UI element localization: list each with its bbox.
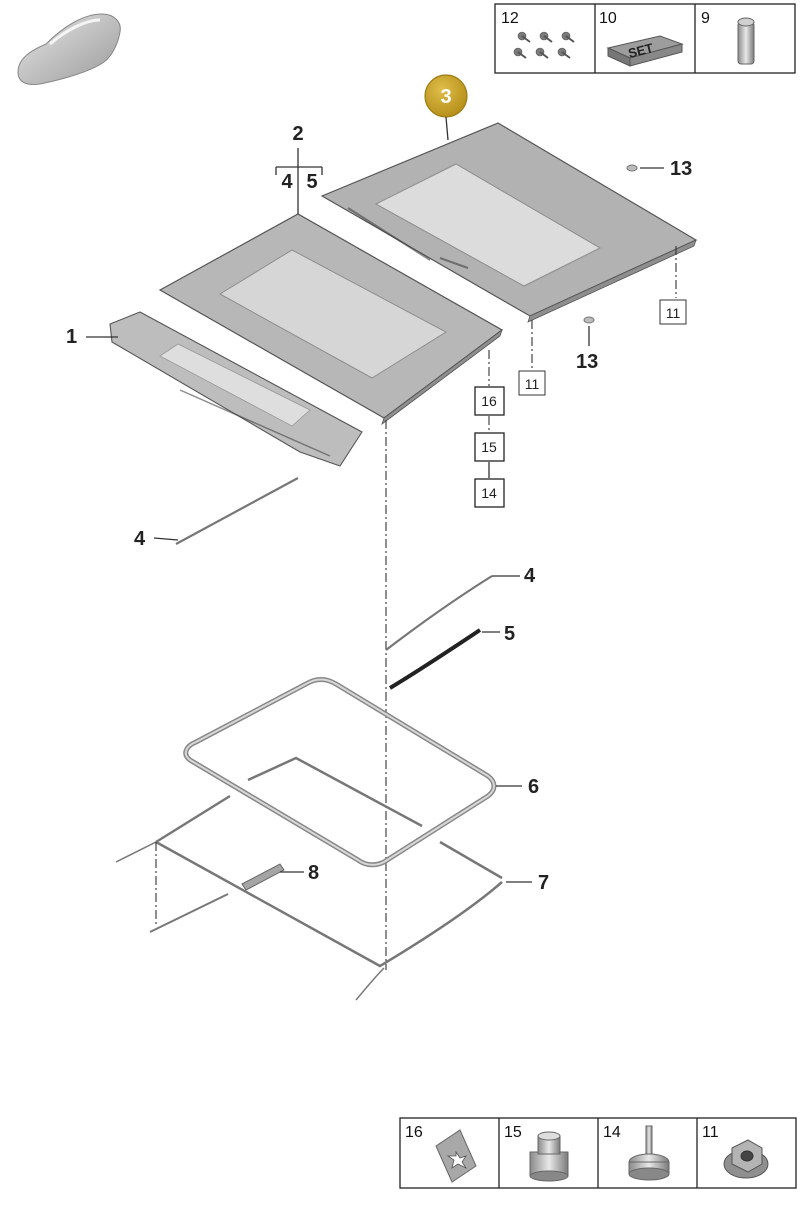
box-label: 15 xyxy=(481,439,497,455)
callout-4-left: 4 xyxy=(134,528,146,550)
strip-part-8[interactable] xyxy=(241,863,285,891)
screws-set-icon xyxy=(513,31,575,59)
kit-cell-screws[interactable]: 12 xyxy=(501,10,575,59)
seal-strip-part-4-left[interactable] xyxy=(175,477,299,545)
kit-number-label: 10 xyxy=(599,10,617,27)
kit-number-label: 12 xyxy=(501,10,519,27)
box-label: 11 xyxy=(525,376,540,392)
callout-2-sub-4: 4 xyxy=(281,171,293,193)
roof-frame-part-7[interactable] xyxy=(115,756,503,1001)
cylinder-plug-icon xyxy=(737,17,755,65)
callout-5: 5 xyxy=(504,623,515,645)
box-label: 16 xyxy=(481,393,497,409)
box-label: 11 xyxy=(666,305,681,321)
kit-cell-plug[interactable]: 9 xyxy=(701,10,755,65)
kit-cell-flange-nut[interactable]: 11 xyxy=(702,1124,769,1179)
box-label: 14 xyxy=(481,485,497,501)
bracket-2 xyxy=(275,148,323,214)
box-callout-11-right[interactable]: 11 xyxy=(659,299,687,325)
callout-2: 2 xyxy=(292,123,303,145)
callout-7: 7 xyxy=(538,872,549,894)
kit-number-label: 15 xyxy=(504,1124,522,1141)
kit-cell-stud-knob[interactable]: 14 xyxy=(603,1124,670,1181)
badge-label: 3 xyxy=(440,86,451,108)
seal-strip-part-5[interactable] xyxy=(388,628,482,690)
kit-number-label: 9 xyxy=(701,10,710,27)
kit-number-label: 16 xyxy=(405,1124,423,1141)
roof-panel-part-3[interactable] xyxy=(320,122,698,323)
kit-table-bottom: 16 15 14 11 xyxy=(399,1117,797,1189)
kit-number-label: 14 xyxy=(603,1124,621,1141)
stud-knob-icon xyxy=(628,1125,670,1181)
callout-1: 1 xyxy=(66,326,77,348)
roof-panel-part-2[interactable] xyxy=(158,213,504,426)
wind-deflector-part-1[interactable] xyxy=(109,311,363,467)
gasket-frame-part-6[interactable] xyxy=(183,677,497,868)
kit-cell-star-washer[interactable]: 16 xyxy=(405,1124,477,1183)
box-callout-16[interactable]: 16 xyxy=(474,386,505,416)
callout-2-sub-5: 5 xyxy=(306,171,317,193)
callout-13-bottom: 13 xyxy=(576,351,598,373)
star-washer-icon xyxy=(435,1129,477,1183)
box-callout-15[interactable]: 15 xyxy=(474,432,505,462)
box-callout-11-mid[interactable]: 11 xyxy=(518,370,546,396)
clip-part-13-bottom[interactable] xyxy=(583,316,595,324)
set-box-icon: SET xyxy=(606,35,684,67)
flange-nut-icon xyxy=(723,1139,769,1179)
leader-4-left xyxy=(153,537,179,541)
callout-13-top: 13 xyxy=(670,158,692,180)
callout-8: 8 xyxy=(308,862,319,884)
badge-leader-line xyxy=(445,116,449,141)
set-box-text: SET xyxy=(627,40,655,61)
kit-table-top: 12 10 SET 9 xyxy=(494,3,796,74)
car-silhouette-icon xyxy=(17,13,121,85)
seal-strip-part-4-right[interactable] xyxy=(385,575,493,651)
kit-cell-knurled-nut[interactable]: 15 xyxy=(504,1124,569,1182)
callout-4-right: 4 xyxy=(524,565,536,587)
box-callout-14[interactable]: 14 xyxy=(474,478,505,508)
kit-cell-set[interactable]: 10 SET xyxy=(599,10,684,67)
callout-6: 6 xyxy=(528,776,539,798)
clip-part-13-top[interactable] xyxy=(626,164,638,172)
kit-number-label: 11 xyxy=(702,1124,719,1141)
knurled-nut-icon xyxy=(529,1131,569,1182)
badge-part-3[interactable]: 3 xyxy=(424,74,468,118)
